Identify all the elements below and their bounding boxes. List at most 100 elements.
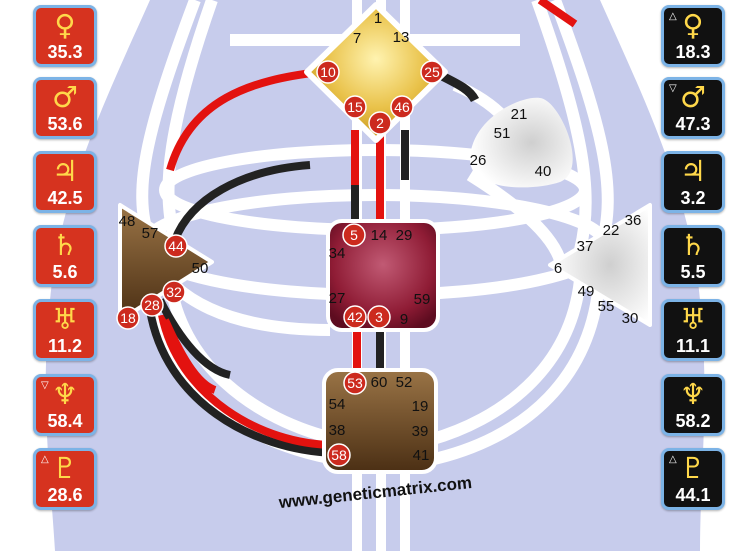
active-gate-marker <box>162 280 186 304</box>
gate-number: 14 <box>371 227 388 244</box>
active-gate-marker <box>343 371 367 395</box>
g-center <box>304 2 448 143</box>
fixation-mark-icon: ▽ <box>41 380 49 391</box>
planet-value: 5.6 <box>52 262 78 282</box>
planet-value: 53.6 <box>47 114 83 134</box>
gate-number: 50 <box>192 260 209 277</box>
gate-number: 25 <box>424 64 440 80</box>
gate-number: 55 <box>598 298 615 315</box>
heart-center <box>326 219 440 332</box>
gate-number: 41 <box>413 447 430 464</box>
gate-number: 21 <box>511 106 528 123</box>
right-planet-card: ♄5.5 <box>661 225 725 287</box>
active-gate-marker <box>116 306 140 330</box>
planet-value: 58.4 <box>47 411 83 431</box>
pluto-icon: ♇ <box>52 451 78 485</box>
planet-value: 35.3 <box>47 42 83 62</box>
gate-number: 19 <box>412 398 429 415</box>
gate-number: 53 <box>347 375 363 391</box>
active-gate-marker <box>368 111 392 135</box>
left-planet-card: ♂53.6 <box>33 77 97 139</box>
left-planet-card: ♇△ 28.6 <box>33 448 97 510</box>
gate-number: 36 <box>625 212 642 229</box>
left-planet-card: ♄5.6 <box>33 225 97 287</box>
gate-number: 60 <box>371 374 388 391</box>
uranus-icon: ♅ <box>52 302 78 336</box>
solar-plexus-center <box>548 203 652 327</box>
gate-number: 27 <box>329 290 346 307</box>
fixation-mark-icon: △ <box>669 454 677 465</box>
fixation-mark-icon: △ <box>41 454 49 465</box>
right-planet-card: ♃3.2 <box>661 151 725 213</box>
fixation-mark-icon: ▽ <box>669 83 677 94</box>
gate-number: 26 <box>470 152 487 169</box>
gate-number: 51 <box>494 125 511 142</box>
gate-number: 3 <box>375 309 383 325</box>
planet-value: 42.5 <box>47 188 83 208</box>
neptune-icon: ♆ <box>52 377 78 411</box>
gate-number: 37 <box>577 238 594 255</box>
active-gate-marker <box>164 234 188 258</box>
active-gate-marker <box>342 223 366 247</box>
gate-number: 42 <box>347 309 363 325</box>
pluto-icon: ♇ <box>680 451 706 485</box>
fixation-mark-icon: △ <box>669 11 677 22</box>
gate-number: 46 <box>394 99 410 115</box>
gate-number: 52 <box>396 374 413 391</box>
planet-value: 3.2 <box>680 188 706 208</box>
planet-value: 28.6 <box>47 485 83 505</box>
gate-number: 18 <box>120 310 136 326</box>
gate-number: 30 <box>622 310 639 327</box>
right-planet-card: ♅11.1 <box>661 299 725 361</box>
gate-number: 49 <box>578 283 595 300</box>
active-gate-marker <box>420 60 444 84</box>
gate-number: 34 <box>329 245 346 262</box>
left-planet-card: ♃42.5 <box>33 151 97 213</box>
gate-number: 28 <box>144 297 160 313</box>
gate-number: 39 <box>412 423 429 440</box>
gate-number: 22 <box>603 222 620 239</box>
jupiter-icon: ♃ <box>52 154 78 188</box>
gate-number: 5 <box>350 227 358 243</box>
neptune-icon: ♆ <box>680 377 706 411</box>
gate-number: 15 <box>347 99 363 115</box>
left-planet-card: ♀35.3 <box>33 5 97 67</box>
gate-number: 57 <box>142 225 159 242</box>
left-planet-card: ♅11.2 <box>33 299 97 361</box>
gate-number: 40 <box>535 163 552 180</box>
planet-value: 18.3 <box>675 42 711 62</box>
right-planet-card: ♆58.2 <box>661 374 725 436</box>
gate-number: 58 <box>331 447 347 463</box>
planet-value: 44.1 <box>675 485 711 505</box>
active-gate-marker <box>390 95 414 119</box>
venus-icon: ♀ <box>682 8 704 42</box>
planet-value: 11.1 <box>675 336 711 356</box>
gate-number: 7 <box>353 30 361 47</box>
throat-right-center <box>470 97 573 188</box>
active-gate-marker <box>327 443 351 467</box>
active-gate-marker <box>343 305 367 329</box>
mars-icon: ♂ <box>680 80 706 114</box>
gate-number: 10 <box>320 64 336 80</box>
saturn-icon: ♄ <box>680 228 706 262</box>
gate-number: 9 <box>400 311 408 328</box>
left-planet-card: ♆▽ 58.4 <box>33 374 97 436</box>
saturn-icon: ♄ <box>52 228 78 262</box>
gate-number: 1 <box>374 10 382 27</box>
gate-number: 48 <box>119 213 136 230</box>
mars-icon: ♂ <box>52 80 78 114</box>
planet-value: 47.3 <box>675 114 711 134</box>
planet-value: 58.2 <box>675 411 711 431</box>
uranus-icon: ♅ <box>680 302 706 336</box>
gate-number: 29 <box>396 227 413 244</box>
planet-value: 5.5 <box>680 262 706 282</box>
planet-value: 11.2 <box>47 336 83 356</box>
gate-number: 59 <box>414 291 431 308</box>
right-planet-card: ♀ △ 18.3 <box>661 5 725 67</box>
active-gate-marker <box>316 60 340 84</box>
venus-icon: ♀ <box>54 8 76 42</box>
jupiter-icon: ♃ <box>680 154 706 188</box>
